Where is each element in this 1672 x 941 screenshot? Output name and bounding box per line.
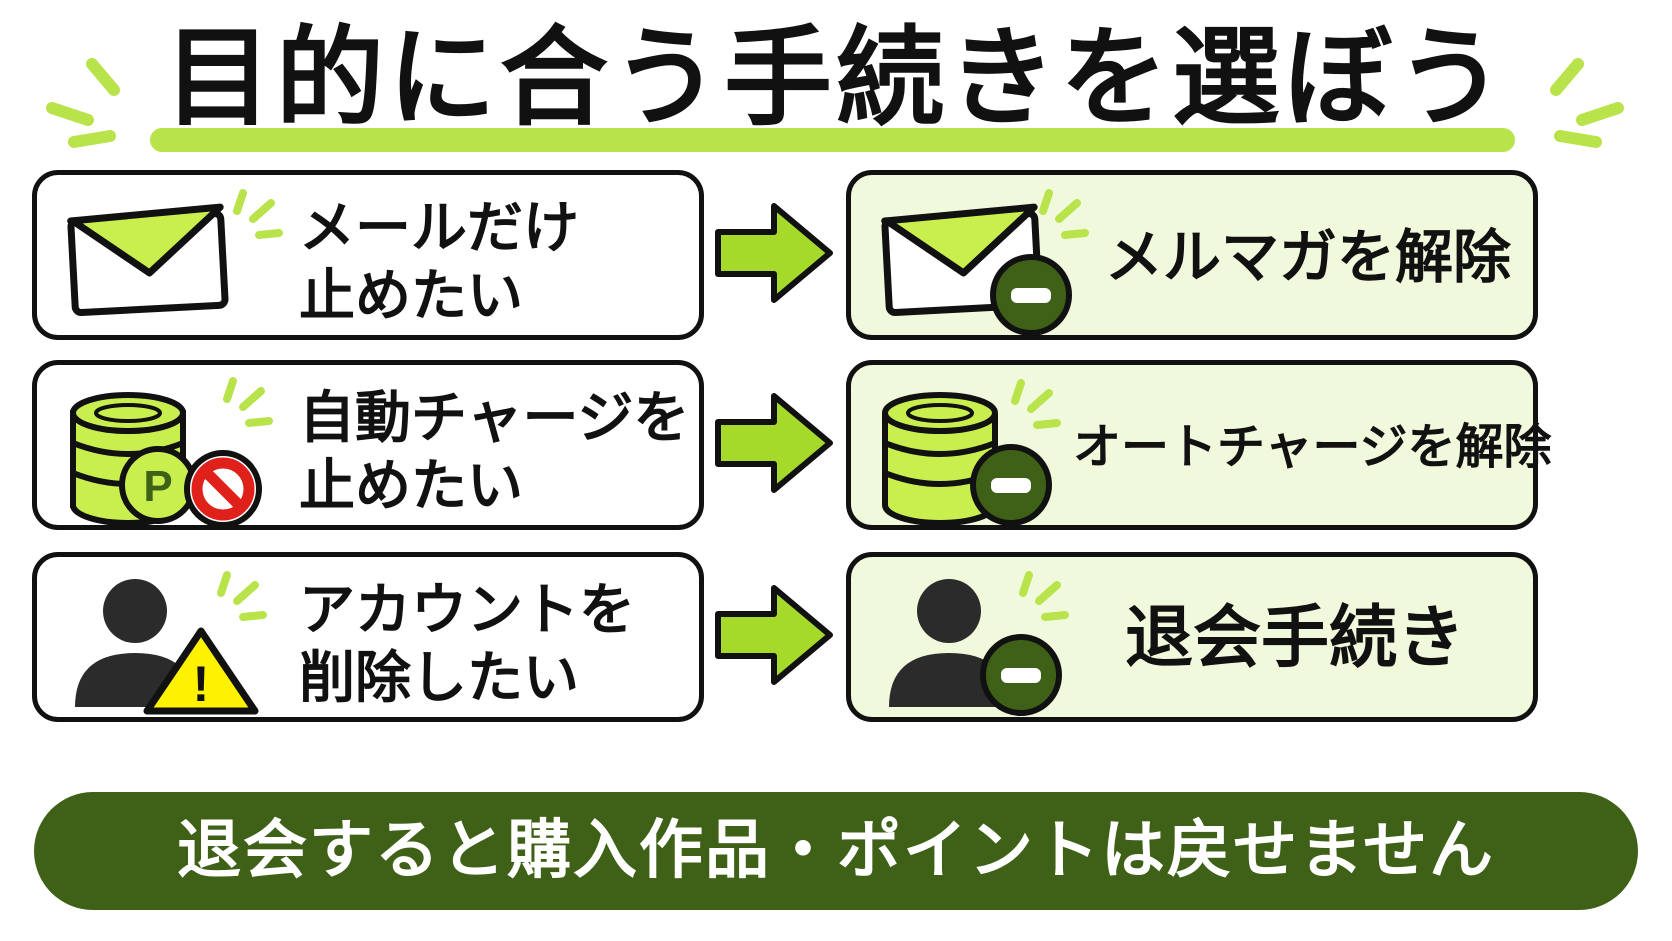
user-warning-icon: ! — [75, 579, 259, 715]
coin-stack-minus-icon — [882, 392, 1052, 526]
user-minus-icon — [889, 579, 1062, 716]
emphasis-lines-icon — [1039, 189, 1089, 239]
title-area: 目的に合う手続きを選ぼう — [0, 0, 1672, 160]
emphasis-lines-icon — [1019, 571, 1069, 621]
result-card-unsubscribe-mail[interactable]: メルマガを解除 — [846, 170, 1538, 340]
want-label: メールだけ 止めたい — [299, 196, 579, 329]
envelope-minus-icon — [881, 203, 1072, 336]
emphasis-lines-icon — [1011, 379, 1061, 429]
arrow-right-icon — [715, 203, 833, 303]
emphasis-lines-icon — [233, 189, 283, 239]
result-card-withdraw[interactable]: 退会手続き — [846, 552, 1538, 722]
coin-letter: P — [143, 462, 172, 511]
page-title: 目的に合う手続きを選ぼう — [163, 16, 1508, 141]
title-emphasis-right-icon — [1550, 58, 1624, 148]
title-emphasis-left-icon — [46, 58, 120, 148]
want-card-stop-mail: メールだけ 止めたい — [32, 170, 704, 340]
warning-mark: ! — [193, 656, 210, 712]
emphasis-lines-icon — [217, 571, 267, 621]
envelope-icon — [67, 203, 229, 317]
footer-warning-text: 退会すると購入作品・ポイントは戻せません — [176, 814, 1496, 888]
result-label: メルマガを解除 — [1105, 223, 1512, 291]
arrow-right-icon — [715, 393, 833, 493]
emphasis-lines-icon — [223, 377, 273, 427]
want-label: アカウントを 削除したい — [299, 578, 635, 711]
title-underline — [150, 128, 1515, 152]
want-card-delete-account: ! アカウントを 削除したい — [32, 552, 704, 722]
want-card-stop-autocharge: P 自動チャージを 止めたい — [32, 360, 704, 530]
result-card-cancel-autocharge[interactable]: オートチャージを解除 — [846, 360, 1552, 530]
result-label: 退会手続き — [1125, 599, 1466, 678]
coin-stack-prohibit-icon: P — [70, 392, 262, 528]
want-label: 自動チャージを 止めたい — [299, 386, 690, 519]
result-label: オートチャージを解除 — [1073, 419, 1552, 475]
footer-warning-banner: 退会すると購入作品・ポイントは戻せません — [34, 792, 1638, 910]
arrow-right-icon — [715, 585, 833, 685]
